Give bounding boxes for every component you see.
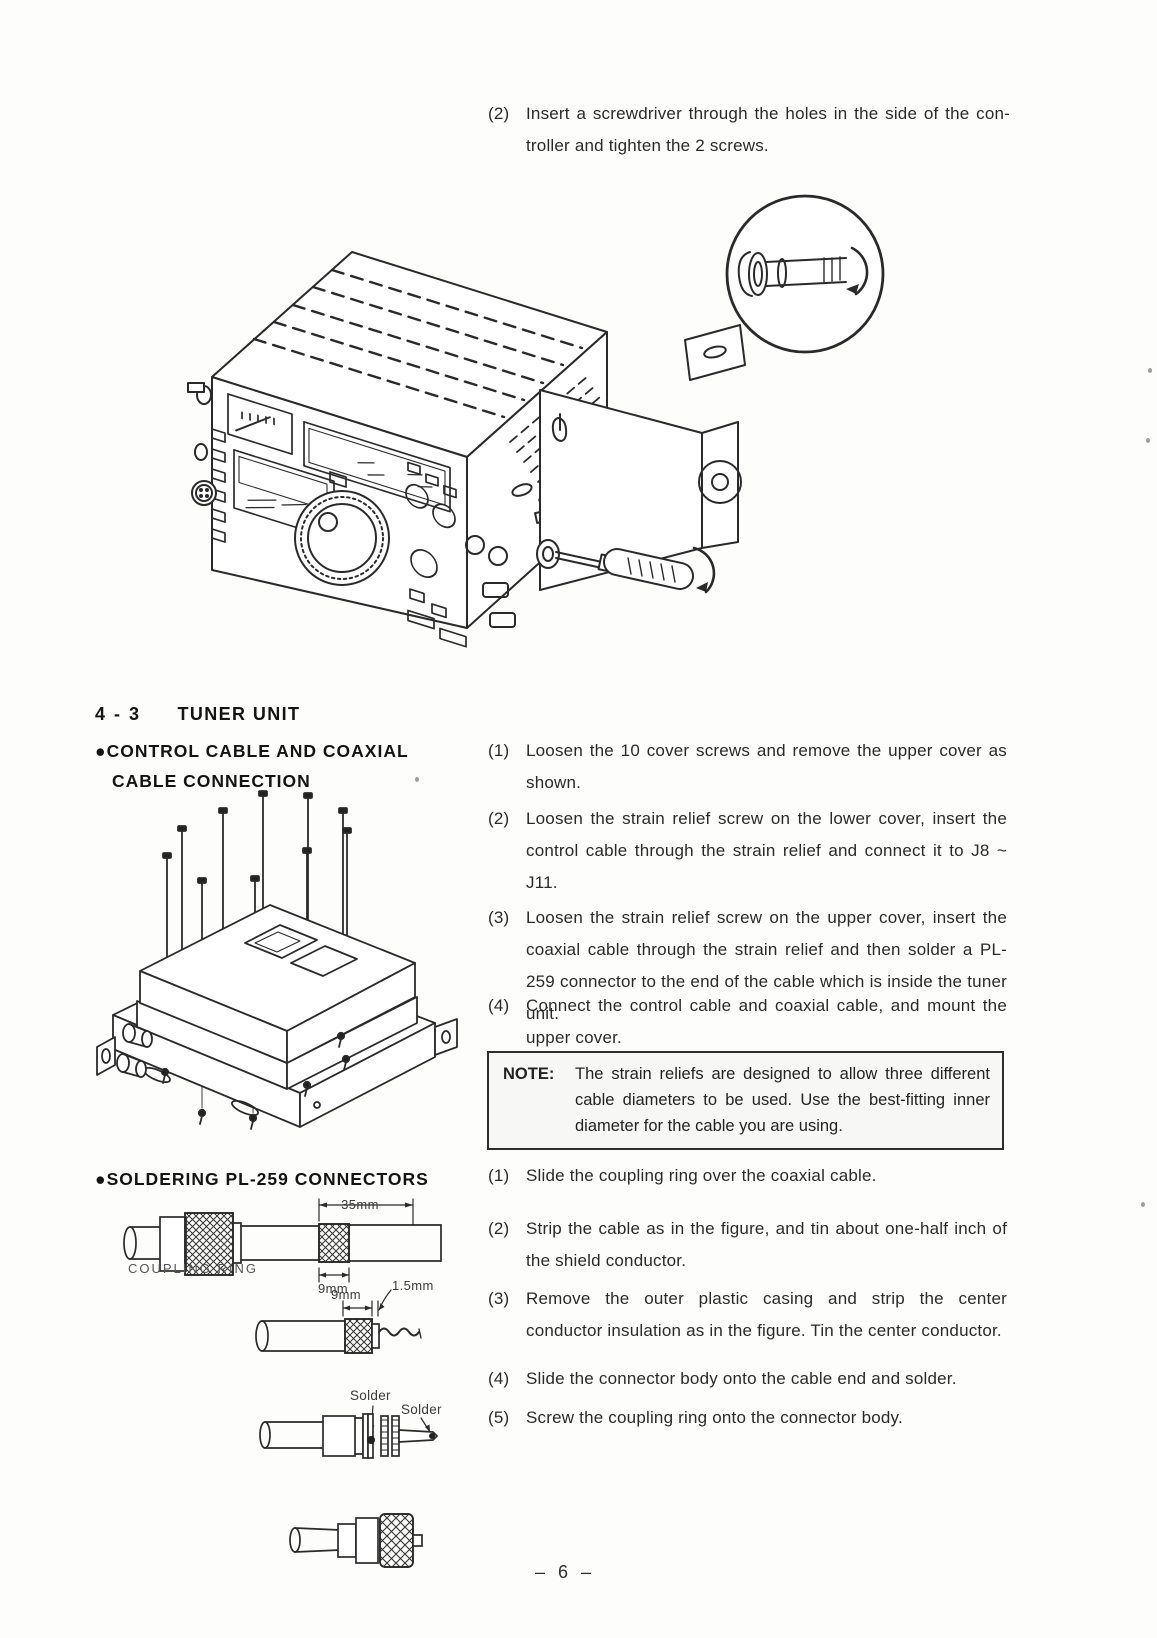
dimension-9mm-strip: 9mm bbox=[330, 1287, 362, 1302]
bullet-icon: ● bbox=[95, 741, 107, 761]
step-number: (4) bbox=[488, 996, 510, 1015]
step-number: (4) bbox=[488, 1369, 510, 1388]
dimension-1-5mm: 1.5mm bbox=[392, 1278, 434, 1293]
step-text: Screw the coupling ring onto the connect… bbox=[526, 1408, 903, 1427]
cable-figure-solder bbox=[259, 1405, 439, 1459]
tuner-step-1: (1) Loosen the 10 cover screws and remov… bbox=[488, 735, 1007, 799]
solder-step-1: (1) Slide the coupling ring over the coa… bbox=[488, 1160, 1007, 1192]
step-number: (1) bbox=[488, 741, 510, 760]
step-number: (5) bbox=[488, 1408, 510, 1427]
step-text: Connect the control cable and coaxial ca… bbox=[526, 996, 1007, 1047]
bullet-icon: ● bbox=[95, 1169, 107, 1189]
page-number: – 6 – bbox=[534, 1562, 596, 1582]
step-text: Loosen the strain relief screw on the lo… bbox=[526, 809, 1007, 892]
subheading-text: CONTROL CABLE AND COAXIAL bbox=[106, 741, 409, 761]
cable-figure-finished bbox=[289, 1513, 423, 1568]
section-title: TUNER UNIT bbox=[177, 704, 301, 724]
print-speck bbox=[1141, 1202, 1145, 1207]
solder-step-3: (3) Remove the outer plastic casing and … bbox=[488, 1283, 1007, 1347]
step-text-line1: Insert a screwdriver through the holes i… bbox=[526, 104, 1010, 123]
step-text: Loosen the strain relief screw on the up… bbox=[526, 908, 1007, 1023]
note-label: NOTE: bbox=[503, 1065, 555, 1083]
subheading-soldering: ●SOLDERING PL-259 CONNECTORS bbox=[95, 1164, 429, 1194]
tuner-step-2: (2) Loosen the strain relief screw on th… bbox=[488, 803, 1007, 899]
tuner-step-4: (4) Connect the control cable and coaxia… bbox=[488, 990, 1007, 1054]
solder-label-right: Solder bbox=[401, 1402, 442, 1417]
section-heading: 4 - 3 TUNER UNIT bbox=[95, 704, 300, 725]
subheading-cable-connection-line2: CABLE CONNECTION bbox=[112, 771, 311, 791]
tuner-step-3: (3) Loosen the strain relief screw on th… bbox=[488, 902, 1007, 1030]
subheading-text: SOLDERING PL-259 CONNECTORS bbox=[106, 1169, 429, 1189]
step-text: Remove the outer plastic casing and stri… bbox=[526, 1289, 1007, 1340]
print-speck bbox=[1148, 368, 1152, 373]
print-speck bbox=[415, 777, 419, 782]
step-text: Slide the connector body onto the cable … bbox=[526, 1369, 957, 1388]
solder-step-4: (4) Slide the connector body onto the ca… bbox=[488, 1363, 1007, 1395]
solder-step-2: (2) Strip the cable as in the figure, an… bbox=[488, 1213, 1007, 1277]
step-text-line2: troller and tighten the 2 screws. bbox=[526, 136, 769, 155]
subheading-cable-connection-line1: ●CONTROL CABLE AND COAXIAL bbox=[95, 736, 409, 766]
step-text: Insert a screwdriver through the holes i… bbox=[526, 98, 1010, 162]
coupling-ring-label: COUPLING RING bbox=[128, 1261, 259, 1276]
instruction-step-top: (2) Insert a screwdriver through the hol… bbox=[488, 98, 1010, 162]
step-text: Slide the coupling ring over the coaxial… bbox=[526, 1166, 877, 1185]
controller-figure bbox=[187, 194, 885, 648]
step-number: (2) bbox=[488, 809, 510, 828]
dimension-35mm: 35mm bbox=[341, 1197, 379, 1212]
solder-label-top: Solder bbox=[350, 1388, 391, 1403]
note-text: The strain reliefs are designed to allow… bbox=[575, 1065, 990, 1135]
section-number: 4 - 3 bbox=[95, 704, 142, 724]
dimension-9mm-braid: 9mm bbox=[317, 1281, 349, 1296]
step-text: Strip the cable as in the figure, and ti… bbox=[526, 1219, 1007, 1270]
solder-step-5: (5) Screw the coupling ring onto the con… bbox=[488, 1402, 1007, 1434]
cable-figure-coupling-ring bbox=[123, 1198, 442, 1283]
tuner-unit-figure bbox=[96, 790, 458, 1130]
step-number: (3) bbox=[488, 908, 510, 927]
step-number: (3) bbox=[488, 1289, 510, 1308]
step-number: (2) bbox=[488, 104, 510, 123]
cable-figure-stripped bbox=[255, 1289, 422, 1354]
lower-screws bbox=[160, 1031, 351, 1130]
step-number: (1) bbox=[488, 1166, 510, 1185]
note-box: NOTE: The strain reliefs are designed to… bbox=[487, 1051, 1004, 1150]
step-number: (2) bbox=[488, 1219, 510, 1238]
print-speck bbox=[1146, 438, 1150, 443]
step-text: Loosen the 10 cover screws and remove th… bbox=[526, 741, 1007, 792]
